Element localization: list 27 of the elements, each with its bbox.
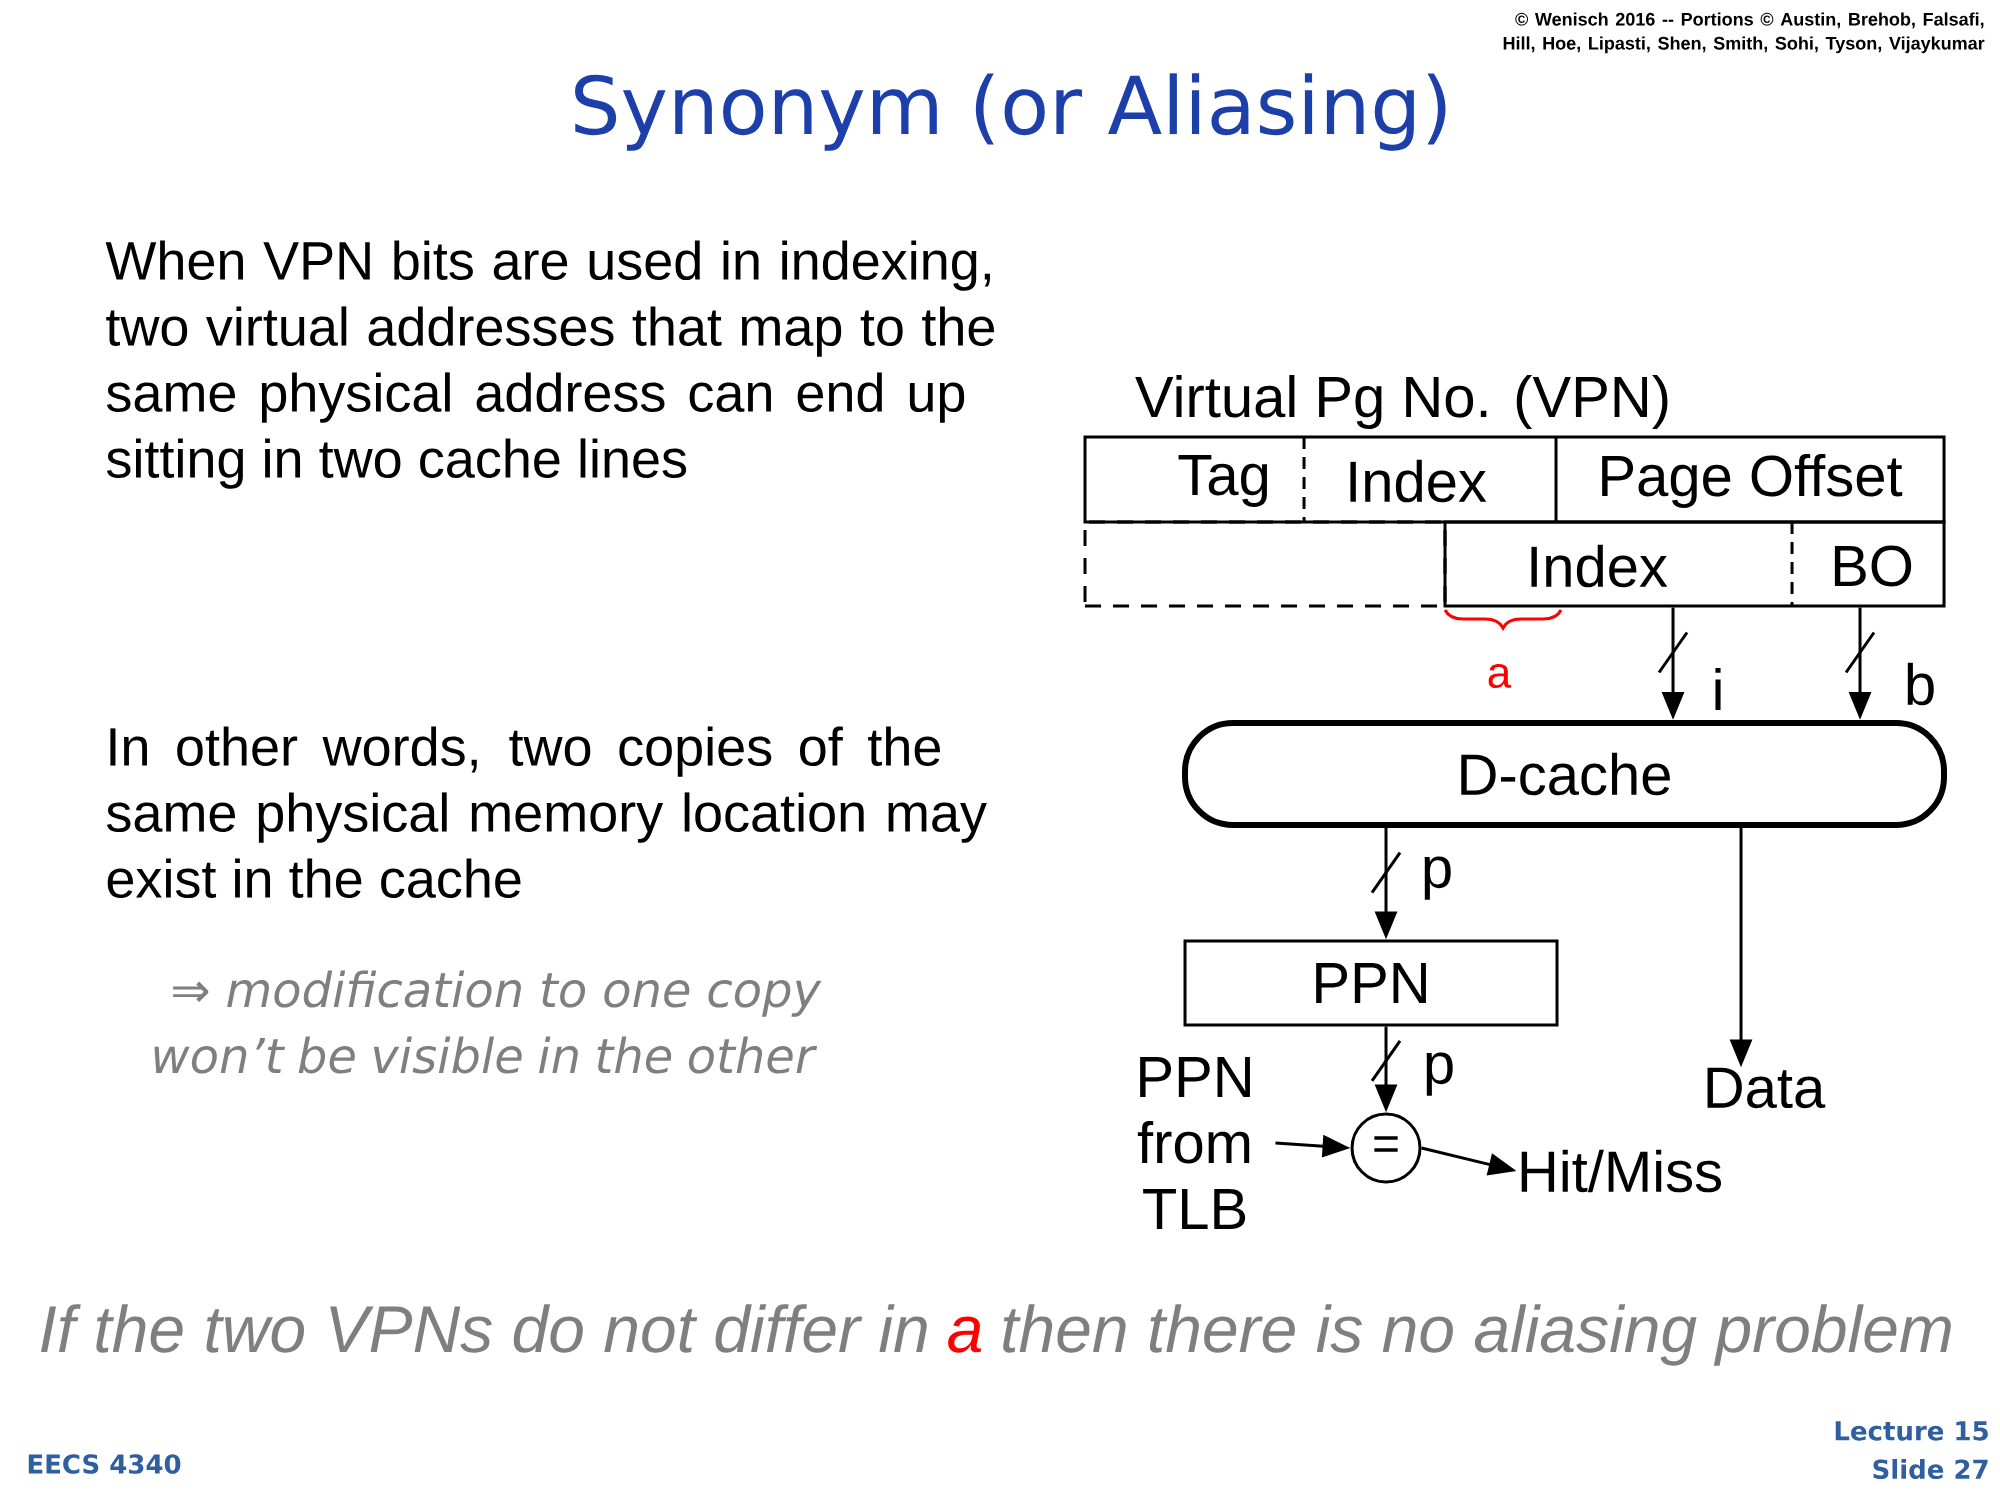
highlight-letter: a xyxy=(948,1316,982,1353)
body-text: ⇒ modification to one copy won’t be visible in the other xyxy=(154,970,822,1074)
field-label: Page Offset xyxy=(1602,454,1903,508)
field-label: BO xyxy=(1834,545,1912,587)
footer-text: Lecture 15 xyxy=(1835,1421,1988,1441)
brace-label: a xyxy=(1488,663,1512,689)
edge-label: b xyxy=(1907,662,1934,706)
field-label: Index xyxy=(1531,544,1668,588)
field-label: Index xyxy=(1350,459,1487,503)
slide-title: Synonym (or Aliasing) xyxy=(575,73,1446,151)
output-label: Hit/Miss xyxy=(1521,1149,1721,1193)
footer-text: EECS 4340 xyxy=(28,1454,181,1474)
note-text: then there is no aliasing problem xyxy=(1003,1304,1951,1366)
register-box: PPN xyxy=(1183,939,1559,1027)
body-text: When VPN bits are used in indexing, two virtual addresses that map to the same physical address can end up sitting in two cache lines xyxy=(105,240,994,489)
field-heading: Virtual Pg No. (VPN) xyxy=(1135,374,1668,430)
field-label: Tag xyxy=(1178,455,1268,507)
body-text: In other words, two copies of the same physical memory location may exist in the cache xyxy=(106,726,987,899)
footer-text: Slide 27 xyxy=(1873,1458,1988,1480)
edge-label: i xyxy=(1715,668,1721,710)
edge-label: p xyxy=(1424,856,1451,900)
copyright-note: © Wenisch 2016 -- Portions © Austin, Brehob, Falsafi, Hill, Hoe, Lipasti, Shen, Smith, Sohi, Tyson, Vijaykumar xyxy=(1503,12,1985,54)
input-label: PPN from TLB xyxy=(1137,1057,1250,1229)
note-text: If the two VPNs do not differ in xyxy=(41,1304,927,1353)
output-label: Data xyxy=(1707,1067,1826,1109)
cache-block: D-cache xyxy=(1182,720,1948,828)
edge-label: p xyxy=(1426,1052,1453,1096)
